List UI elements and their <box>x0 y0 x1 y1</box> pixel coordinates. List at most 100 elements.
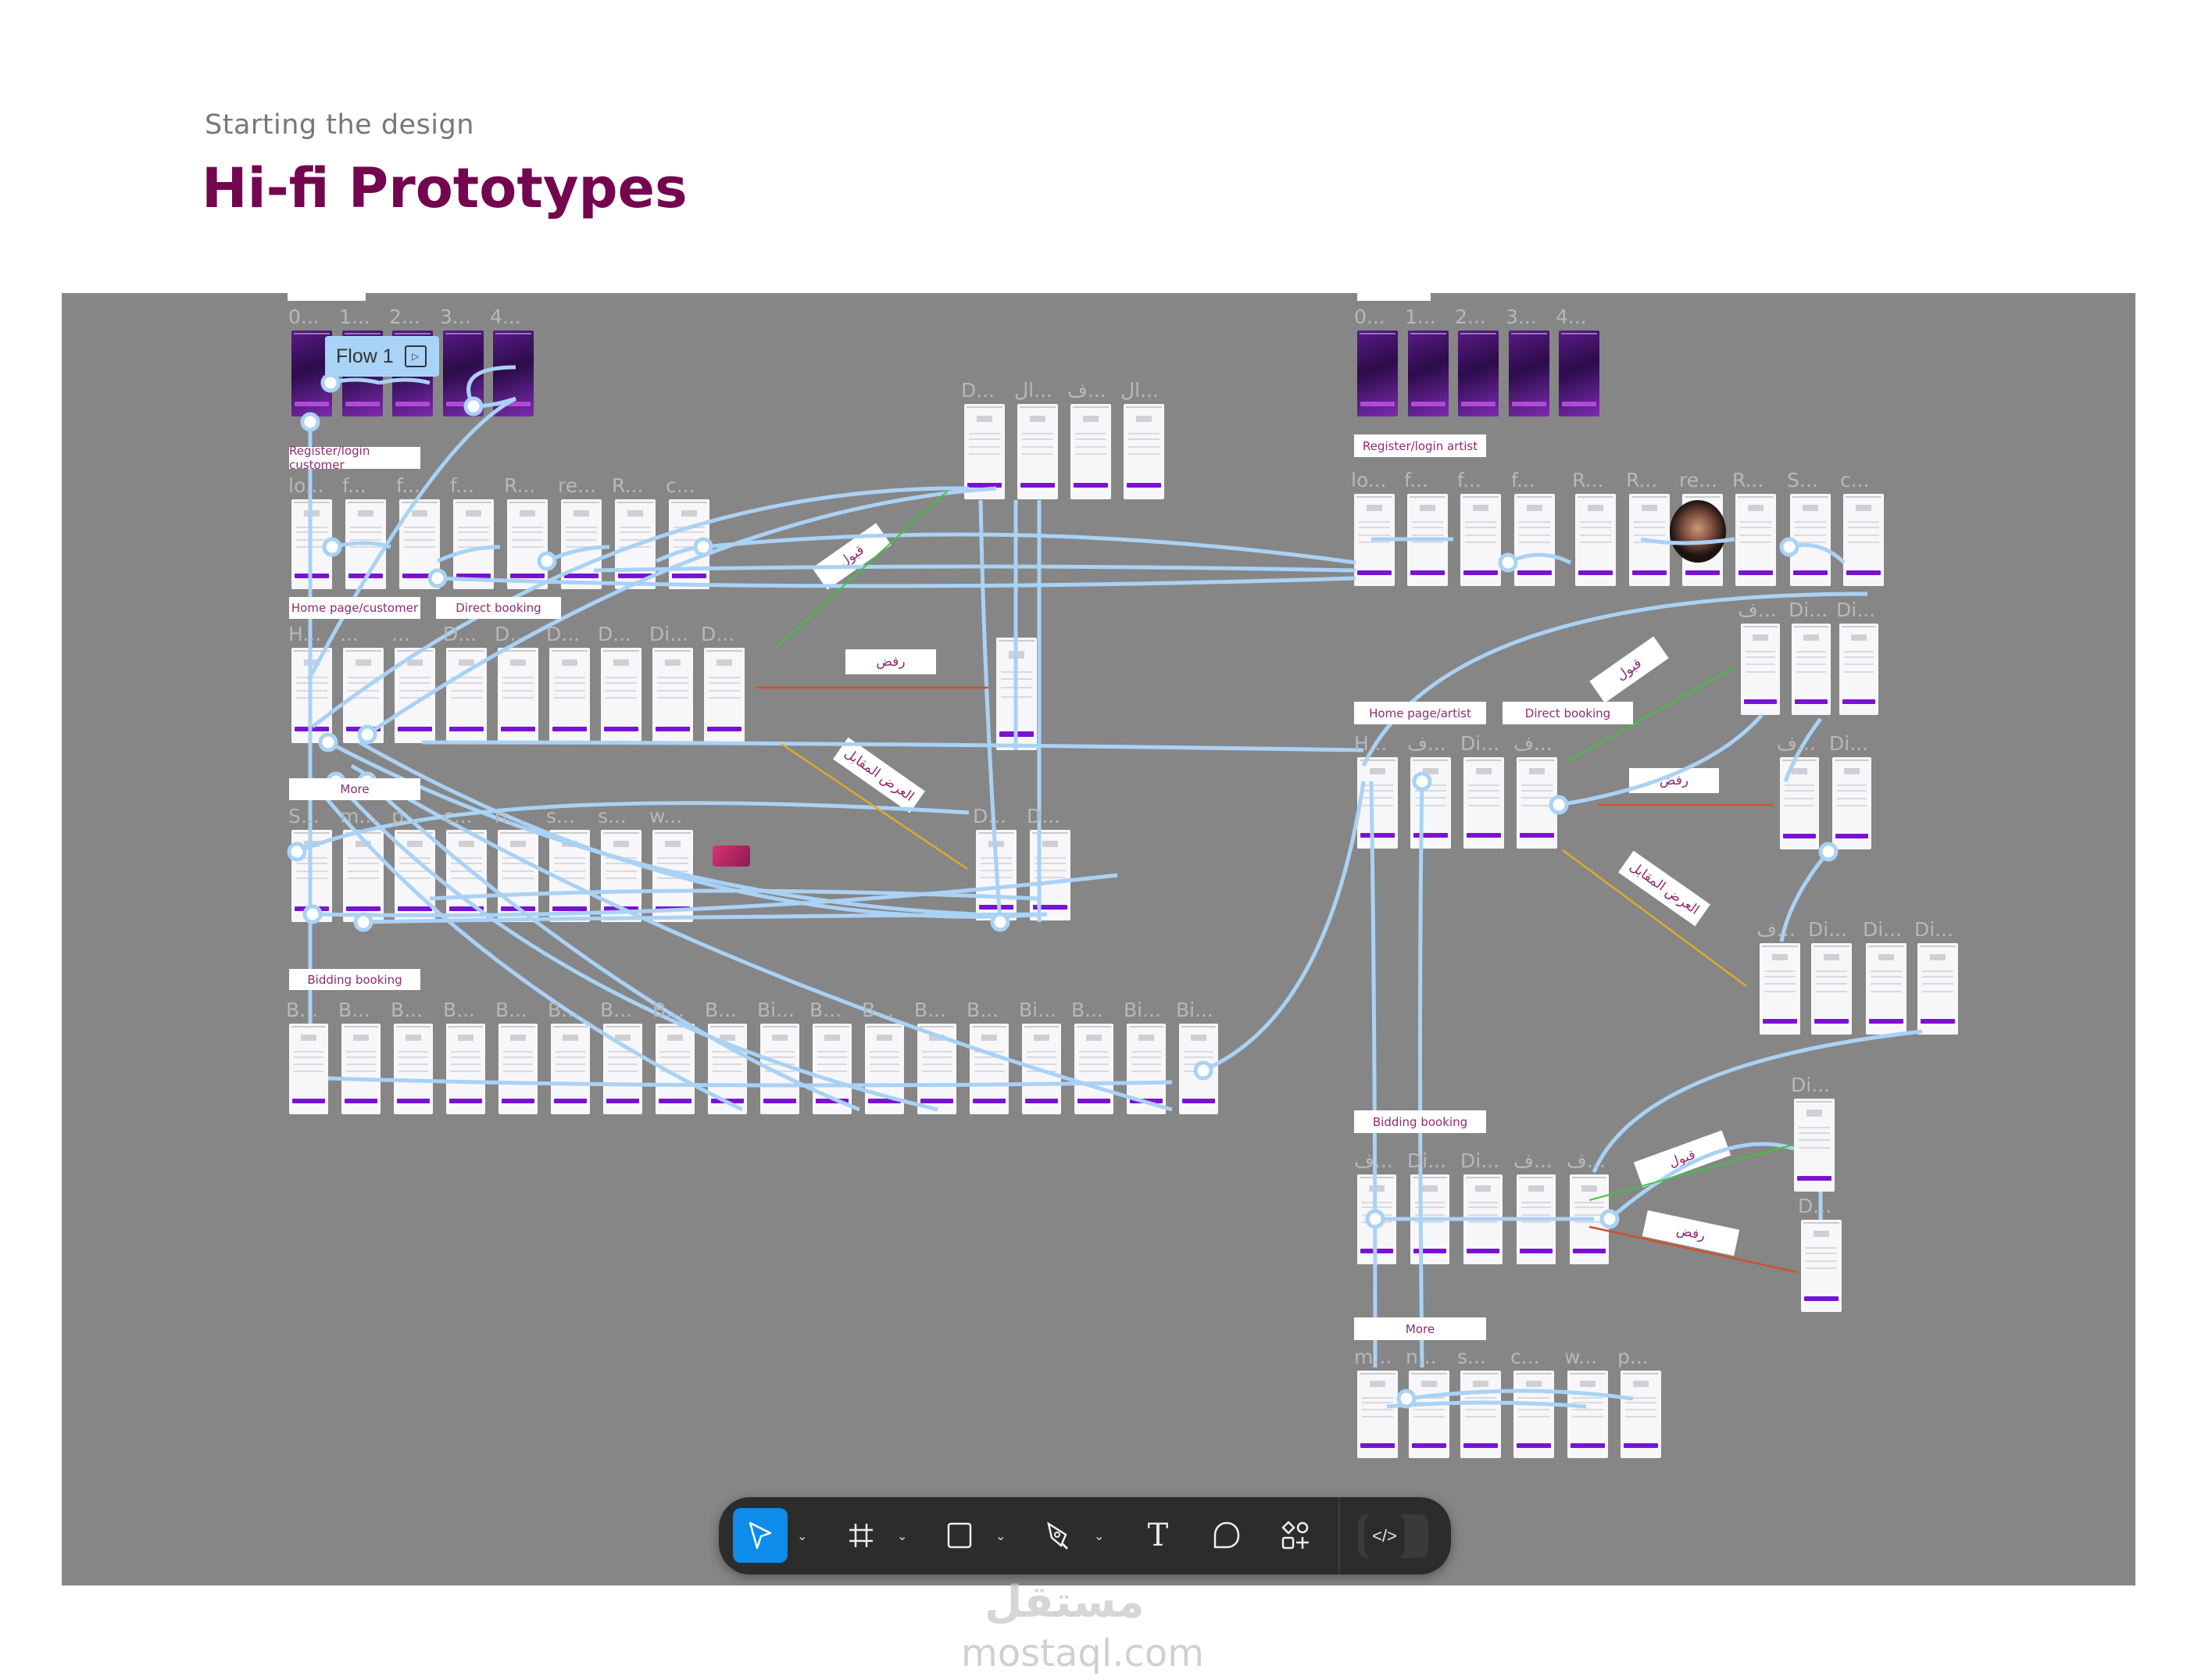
prototype-frame[interactable] <box>1407 494 1448 586</box>
frame-title[interactable]: ف... <box>1738 599 1777 621</box>
prototype-frame[interactable] <box>1357 757 1398 849</box>
prototype-frame[interactable] <box>551 1024 590 1114</box>
prototype-frame[interactable] <box>1570 1174 1609 1264</box>
prototype-frame[interactable] <box>1866 943 1906 1035</box>
frame-title[interactable]: D... <box>973 805 1007 827</box>
frame-title[interactable]: 1... <box>1405 306 1436 328</box>
prototype-frame[interactable] <box>1357 1371 1398 1458</box>
frame-title[interactable]: B... <box>967 999 999 1021</box>
frame-title[interactable]: c... <box>443 805 473 827</box>
frame-title[interactable]: Bi... <box>757 999 795 1021</box>
frame-title[interactable]: lo... <box>288 474 324 497</box>
frame-title[interactable]: Di... <box>1863 918 1903 941</box>
prototype-frame[interactable] <box>976 830 1017 920</box>
prototype-frame[interactable] <box>1735 494 1776 586</box>
frame-title[interactable]: D... <box>1027 805 1061 827</box>
prototype-frame[interactable] <box>1410 757 1451 849</box>
frame-title[interactable]: Di... <box>1407 1149 1447 1172</box>
prototype-frame[interactable] <box>1514 494 1555 586</box>
shape-tool-button[interactable] <box>942 1508 977 1563</box>
frame-title[interactable]: 0... <box>1354 306 1385 328</box>
prototype-frame[interactable] <box>1629 494 1670 586</box>
frame-title[interactable]: Di... <box>1836 599 1876 621</box>
chevron-down-icon[interactable]: ⌄ <box>797 1530 808 1543</box>
prototype-frame[interactable] <box>446 1024 485 1114</box>
frame-title[interactable]: re... <box>558 474 596 497</box>
frame-title[interactable]: D... <box>1798 1195 1832 1217</box>
frame-title[interactable]: R... <box>1572 469 1604 491</box>
section-label-blank[interactable] <box>1357 293 1431 301</box>
frame-title[interactable]: m... <box>1354 1346 1392 1368</box>
prototype-frame[interactable] <box>343 830 384 922</box>
frame-title[interactable]: f... <box>1404 469 1428 491</box>
prototype-frame[interactable] <box>493 331 534 416</box>
frame-title[interactable]: R... <box>1732 469 1764 491</box>
frame-title[interactable]: D... <box>598 623 632 645</box>
frame-title[interactable]: Di... <box>1829 732 1869 755</box>
dev-mode-toggle[interactable]: </> <box>1358 1514 1428 1558</box>
prototype-frame[interactable] <box>1357 331 1398 416</box>
prototype-frame[interactable] <box>291 830 332 922</box>
frame-title[interactable]: B... <box>338 999 370 1021</box>
prototype-frame[interactable] <box>1074 1024 1113 1114</box>
frame-title[interactable]: lo... <box>1351 469 1387 491</box>
frame-title[interactable]: R... <box>504 474 536 497</box>
frame-title[interactable]: n... <box>495 805 526 827</box>
frame-title[interactable]: p... <box>391 805 423 827</box>
frame-title[interactable]: ف... <box>1067 379 1106 402</box>
prototype-frame[interactable] <box>561 499 602 589</box>
frame-title[interactable]: Di... <box>649 623 689 645</box>
frame-title[interactable]: B... <box>548 999 580 1021</box>
section-label-artist-bidding[interactable]: Bidding booking <box>1354 1110 1486 1133</box>
prototype-frame[interactable] <box>291 499 332 589</box>
prototype-frame[interactable] <box>996 638 1037 750</box>
prototype-frame[interactable] <box>1792 624 1831 715</box>
prototype-frame[interactable] <box>395 830 435 922</box>
play-flow-icon[interactable]: ▷ <box>404 345 427 367</box>
frame-title[interactable]: 4... <box>490 306 521 328</box>
frame-title[interactable]: Di... <box>1914 918 1954 941</box>
prototype-frame[interactable] <box>1017 404 1058 499</box>
frame-title[interactable]: D... <box>495 623 529 645</box>
frame-title[interactable]: ف... <box>1567 1149 1606 1172</box>
frame-title[interactable]: ... <box>391 623 410 645</box>
prototype-frame[interactable] <box>1839 624 1878 715</box>
chevron-down-icon[interactable]: ⌄ <box>897 1530 908 1543</box>
frame-title[interactable]: s... <box>546 805 575 827</box>
prototype-frame[interactable] <box>289 1024 328 1114</box>
prototype-frame[interactable] <box>1575 494 1616 586</box>
frame-title[interactable]: ال... <box>1014 379 1052 402</box>
frame-title[interactable]: D... <box>961 379 995 402</box>
prototype-frame[interactable] <box>704 648 745 743</box>
prototype-frame[interactable] <box>291 648 332 743</box>
frame-title[interactable]: B... <box>862 999 894 1021</box>
prototype-frame[interactable] <box>1780 757 1819 849</box>
prototype-frame[interactable] <box>1022 1024 1061 1114</box>
frame-title[interactable]: ف... <box>1407 732 1446 755</box>
frame-title[interactable]: 1... <box>339 306 370 328</box>
frame-title[interactable]: B... <box>705 999 737 1021</box>
prototype-frame[interactable] <box>1460 494 1501 586</box>
prototype-frame[interactable] <box>760 1024 799 1114</box>
frame-title[interactable]: f... <box>1511 469 1535 491</box>
section-label-blank[interactable] <box>288 293 366 301</box>
frame-title[interactable]: S... <box>1787 469 1818 491</box>
frame-title[interactable]: B... <box>652 999 684 1021</box>
prototype-frame[interactable] <box>343 648 384 743</box>
frame-title[interactable]: B... <box>1071 999 1103 1021</box>
prototype-frame[interactable] <box>1357 1174 1396 1264</box>
frame-title[interactable]: B... <box>391 999 423 1021</box>
frame-title[interactable]: D... <box>546 623 581 645</box>
frame-title[interactable]: 3... <box>1506 306 1537 328</box>
section-label-artist-home[interactable]: Home page/artist <box>1354 702 1486 724</box>
frame-title[interactable]: f... <box>342 474 366 497</box>
prototype-frame[interactable] <box>1408 331 1449 416</box>
prototype-frame[interactable] <box>1843 494 1884 586</box>
section-label-customer-bidding[interactable]: Bidding booking <box>289 969 420 990</box>
frame-title[interactable]: w... <box>649 805 682 827</box>
prototype-frame[interactable] <box>1790 494 1831 586</box>
frame-title[interactable]: H... <box>1354 732 1388 755</box>
prototype-frame[interactable] <box>1509 331 1549 416</box>
frame-title[interactable]: B... <box>286 999 318 1021</box>
frame-title[interactable]: f... <box>450 474 474 497</box>
